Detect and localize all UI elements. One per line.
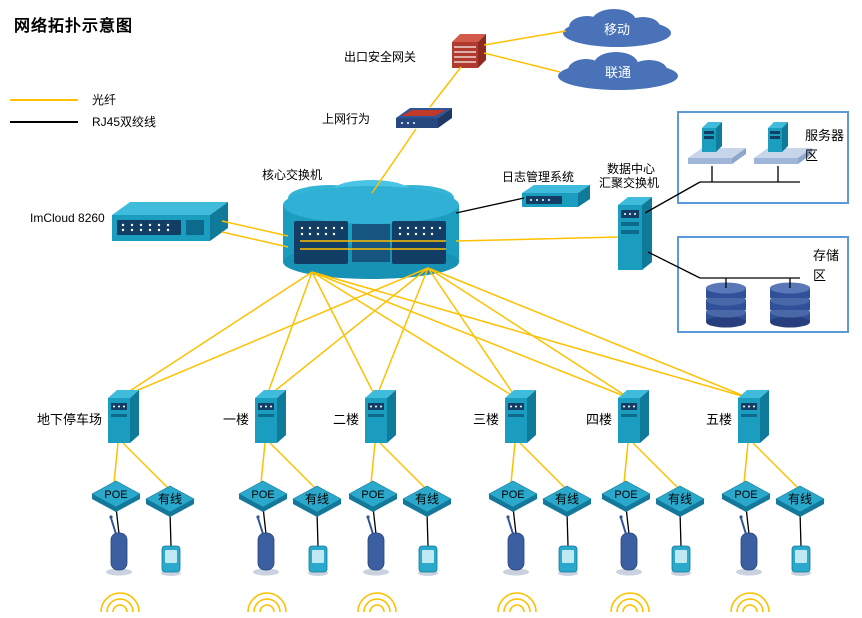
legend-rj45-label: RJ45双绞线 (92, 115, 157, 129)
wired-label: 有线 (415, 492, 439, 506)
server-icon (688, 122, 746, 164)
gateway-label: 出口安全网关 (344, 50, 417, 64)
wifi-signal-icon (357, 592, 397, 613)
terminal-icon (161, 545, 181, 576)
dc-switch-label-line1: 数据中心 (607, 162, 656, 176)
wifi-signal-icon (497, 592, 537, 613)
floor-label: 地下停车场 (37, 412, 102, 427)
floor-label: 二楼 (333, 412, 359, 427)
wired-switch-icon (145, 485, 195, 517)
poe-label: POE (251, 489, 274, 501)
floor-switch-icon (108, 390, 139, 443)
wired-label: 有线 (668, 492, 692, 506)
fiber-links (118, 30, 750, 399)
page-title: 网络拓扑示意图 (14, 18, 134, 35)
floor-switch-icon (618, 390, 649, 443)
dc-switch-icon (618, 197, 652, 270)
log-system-icon (522, 185, 590, 207)
floor-group: POE 有线 一楼 (223, 390, 342, 613)
poe-label: POE (104, 489, 127, 501)
imcloud-label: ImCloud 8260 (30, 211, 105, 225)
poe-switch-icon (91, 480, 141, 512)
floor-switch-icon (365, 390, 396, 443)
imcloud-icon (112, 202, 228, 241)
wireless-ap-icon (363, 515, 389, 576)
floor-label: 五楼 (706, 412, 732, 427)
floor-group: POE 有线 五楼 (706, 390, 825, 613)
wired-switch-icon (655, 485, 705, 517)
floor-label: 三楼 (473, 412, 499, 427)
wifi-signal-icon (100, 592, 140, 613)
wired-label: 有线 (305, 492, 329, 506)
terminal-icon (558, 545, 578, 576)
storage-disk-icon (706, 282, 746, 328)
wireless-ap-icon (253, 515, 279, 576)
floor-switch-icon (505, 390, 536, 443)
cloud-mobile-icon (563, 9, 671, 47)
wired-switch-icon (542, 485, 592, 517)
wired-label: 有线 (555, 492, 579, 506)
wireless-ap-icon (503, 515, 529, 576)
server-zone-label: 服务器区 (805, 128, 845, 163)
wired-switch-icon (292, 485, 342, 517)
storage-zone-label: 存储区 (813, 248, 840, 283)
poe-label: POE (734, 489, 757, 501)
log-system-label: 日志管理系统 (502, 170, 575, 184)
floor-label: 四楼 (586, 412, 612, 427)
wired-switch-icon (775, 485, 825, 517)
floor-group: POE 有线 地下停车场 (37, 390, 195, 613)
poe-switch-icon (601, 480, 651, 512)
wifi-signal-icon (730, 592, 770, 613)
poe-label: POE (361, 489, 384, 501)
wireless-ap-icon (106, 515, 132, 576)
poe-label: POE (614, 489, 637, 501)
wifi-signal-icon (610, 592, 650, 613)
dc-switch-label-line2: 汇聚交换机 (599, 176, 660, 190)
poe-switch-icon (238, 480, 288, 512)
wifi-signal-icon (247, 592, 287, 613)
rj45-links (455, 166, 800, 288)
wireless-ap-icon (736, 515, 762, 576)
wireless-ap-icon (616, 515, 642, 576)
poe-label: POE (501, 489, 524, 501)
storage-zone-box (677, 236, 849, 333)
terminal-icon (308, 545, 328, 576)
floor-switch-icon (738, 390, 769, 443)
wired-label: 有线 (788, 492, 812, 506)
wired-label: 有线 (158, 492, 182, 506)
storage-disk-icon (770, 282, 810, 328)
poe-switch-icon (488, 480, 538, 512)
floor-group: POE 有线 二楼 (333, 390, 452, 613)
poe-switch-icon (721, 480, 771, 512)
gateway-icon (452, 34, 486, 68)
behavior-label: 上网行为 (322, 112, 371, 126)
floor-label: 一楼 (223, 412, 249, 427)
legend-fiber-label: 光纤 (92, 93, 117, 107)
server-zone-box (677, 111, 849, 204)
floor-group: POE 有线 三楼 (473, 390, 592, 613)
cloud-mobile-label: 移动 (603, 22, 630, 37)
floor-switch-icon (255, 390, 286, 443)
terminal-icon (418, 545, 438, 576)
cloud-unicom-label: 联通 (604, 65, 631, 80)
cloud-unicom-icon (558, 52, 678, 90)
wired-switch-icon (402, 485, 452, 517)
server-icon (754, 122, 812, 164)
core-switch-icon (283, 180, 459, 279)
floor-group: POE 有线 四楼 (586, 390, 705, 613)
terminal-icon (671, 545, 691, 576)
behavior-device-icon (396, 108, 452, 128)
poe-switch-icon (348, 480, 398, 512)
core-switch-label: 核心交换机 (262, 168, 323, 182)
terminal-icon (791, 545, 811, 576)
